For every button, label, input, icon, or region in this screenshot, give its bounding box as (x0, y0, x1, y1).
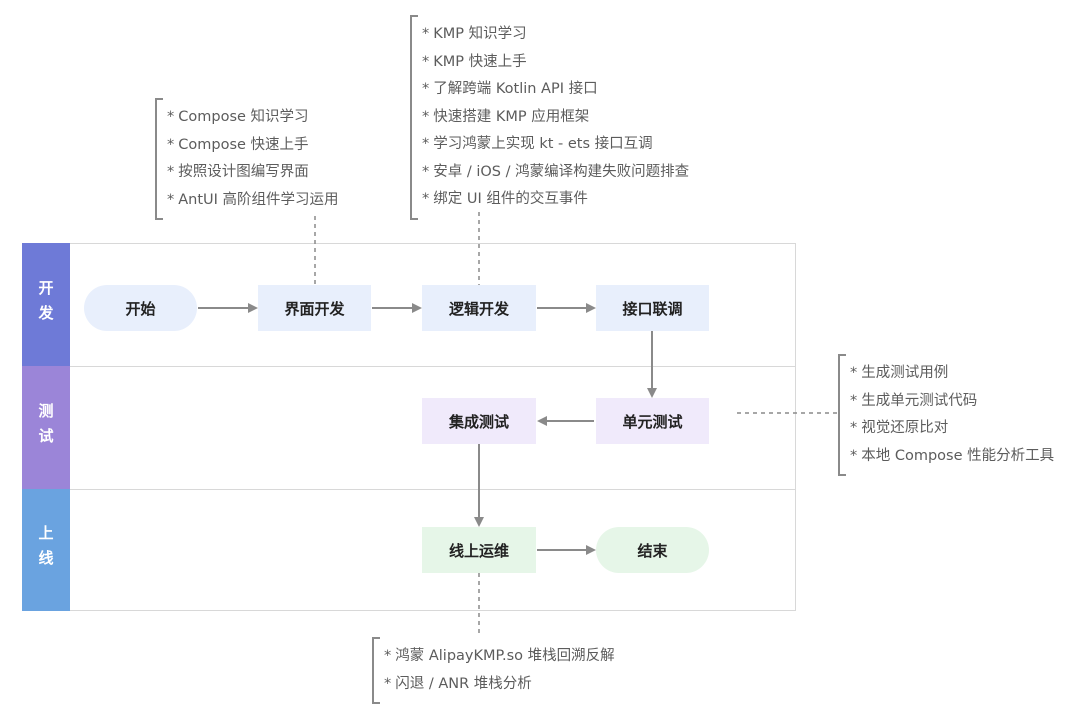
lane-label-dev: 开发 (22, 243, 70, 366)
note-item: *视觉还原比对 (850, 420, 949, 436)
node-ui-dev: 界面开发 (258, 285, 371, 331)
note-item: *按照设计图编写界面 (167, 164, 309, 180)
node-logic-dev: 逻辑开发 (422, 285, 536, 331)
note-item: *绑定 UI 组件的交互事件 (422, 191, 588, 207)
node-online-ops: 线上运维 (422, 527, 536, 573)
note-item: *AntUI 高阶组件学习运用 (167, 191, 339, 208)
note-item: *Compose 知识学习 (167, 109, 309, 125)
note-item: *学习鸿蒙上实现 kt - ets 接口互调 (422, 136, 653, 152)
note-ops: *鸿蒙 AlipayKMP.so 堆栈回溯反解 *闪退 / ANR 堆栈分析 (372, 637, 615, 704)
note-item: *生成测试用例 (850, 365, 949, 381)
note-item: *快速搭建 KMP 应用框架 (422, 108, 590, 125)
note-ui-dev: *Compose 知识学习 *Compose 快速上手 *按照设计图编写界面 *… (155, 98, 339, 220)
node-unit-test: 单元测试 (596, 398, 709, 444)
note-item: *本地 Compose 性能分析工具 (850, 447, 1055, 464)
node-end: 结束 (596, 527, 709, 573)
note-item: *KMP 知识学习 (422, 26, 527, 42)
note-item: *生成单元测试代码 (850, 392, 978, 409)
lane-label-ops: 上线 (22, 489, 70, 611)
note-item: *KMP 快速上手 (422, 53, 527, 70)
note-logic-dev: *KMP 知识学习 *KMP 快速上手 *了解跨端 Kotlin API 接口 … (410, 15, 689, 220)
note-item: *闪退 / ANR 堆栈分析 (384, 675, 532, 692)
node-api-debug: 接口联调 (596, 285, 709, 331)
note-item: *安卓 / iOS / 鸿蒙编译构建失败问题排查 (422, 163, 690, 180)
node-integration-test: 集成测试 (422, 398, 536, 444)
note-test: *生成测试用例 *生成单元测试代码 *视觉还原比对 *本地 Compose 性能… (838, 354, 1054, 476)
lane-label-test: 测试 (22, 366, 70, 489)
note-item: *Compose 快速上手 (167, 136, 309, 153)
note-item: *了解跨端 Kotlin API 接口 (422, 81, 598, 97)
node-start: 开始 (84, 285, 197, 331)
lane-divider (22, 489, 796, 490)
lane-divider (22, 366, 796, 367)
note-item: *鸿蒙 AlipayKMP.so 堆栈回溯反解 (384, 648, 615, 664)
